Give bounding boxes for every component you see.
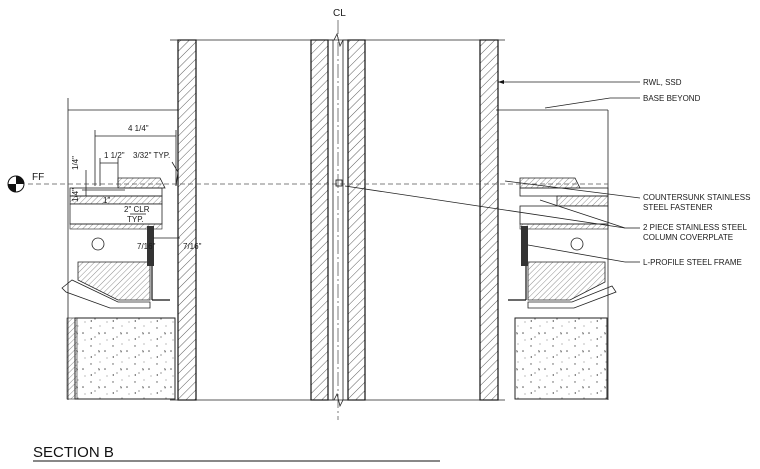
l-profile-frame-right: [508, 226, 584, 301]
dim-1-4-b: 1/4": [71, 188, 80, 202]
dim-3-32-typ: 3/32" TYP.: [133, 151, 170, 160]
floor-buildup-right: [519, 177, 609, 230]
l-profile-frame-left: [91, 226, 170, 301]
callout-fastener-line1: COUNTERSUNK STAINLESS: [643, 193, 750, 202]
floor-buildup-left: [69, 177, 166, 230]
centerline-symbol: CL: [333, 8, 346, 19]
concrete-footing-left: [66, 317, 176, 400]
dim-7-16-a: 7/16": [137, 242, 156, 251]
dim-1: 1": [103, 196, 110, 205]
section-title: SECTION B: [33, 444, 114, 461]
ff-marker-symbol: [7, 175, 25, 193]
column-wall-right-outer: [479, 39, 499, 401]
ff-label: FF: [32, 172, 44, 183]
dimension-lines: [82, 130, 180, 239]
dim-4-1-4: 4 1/4": [128, 124, 149, 133]
slab-bed-left: [61, 261, 151, 309]
dim-1-1-2: 1 1/2": [104, 151, 125, 160]
callout-leaders: [335, 80, 641, 263]
callout-frame: L-PROFILE STEEL FRAME: [643, 258, 742, 267]
base-beyond-outline: [67, 98, 609, 400]
column-wall-left-outer: [177, 39, 197, 401]
dim-typ: TYP.: [127, 215, 144, 224]
dim-7-16-b: 7/16": [183, 242, 202, 251]
column-wall-center-right: [347, 39, 366, 401]
column-wall-center-left: [310, 39, 329, 401]
callout-base-beyond: BASE BEYOND: [643, 94, 701, 103]
callout-coverplate-line2: COLUMN COVERPLATE: [643, 233, 733, 242]
callout-fastener-line2: STEEL FASTENER: [643, 203, 713, 212]
dim-1-4-a: 1/4": [71, 156, 80, 170]
concrete-footing-right: [514, 317, 608, 400]
callout-coverplate-line1: 2 PIECE STAINLESS STEEL: [643, 223, 747, 232]
dim-2-clr: 2" CLR: [124, 205, 150, 214]
slab-bed-right: [527, 261, 617, 309]
callout-rwl: RWL, SSD: [643, 78, 682, 87]
